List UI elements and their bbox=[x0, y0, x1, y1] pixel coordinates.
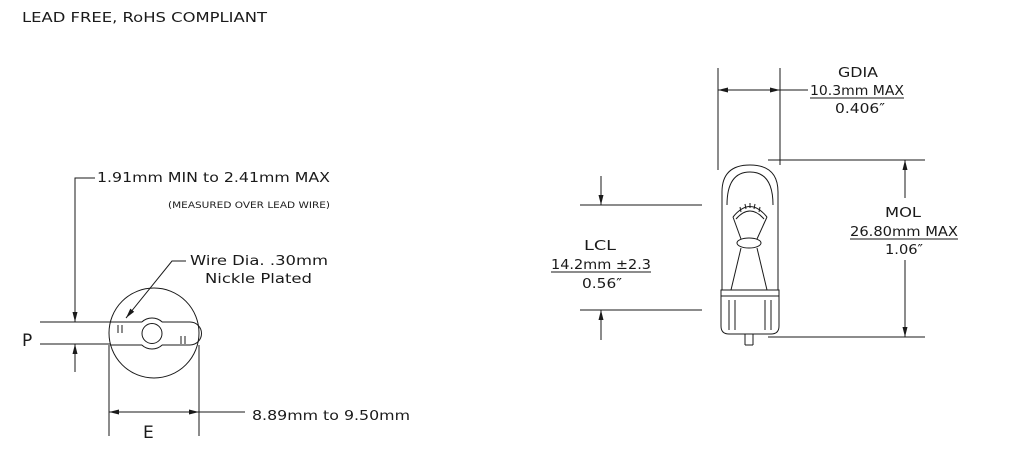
glass-bulb-inner-contour bbox=[726, 171, 774, 206]
mol-imperial-value: 1.06″ bbox=[885, 243, 923, 258]
lcl-label: LCL bbox=[584, 239, 617, 254]
e-dimension-value: 8.89mm to 9.50mm bbox=[252, 409, 410, 424]
bulb-side-view bbox=[720, 164, 780, 346]
lcl-arrow-down bbox=[598, 195, 604, 205]
gdia-dimension bbox=[717, 68, 808, 170]
mol-arrow-down bbox=[902, 327, 908, 337]
p-dimension-value: 1.91mm MIN to 2.41mm MAX bbox=[97, 171, 330, 186]
lead-wire-right bbox=[180, 336, 186, 344]
lcl-metric-value: 14.2mm ±2.3 bbox=[551, 258, 651, 273]
gdia-arrow-right bbox=[770, 87, 780, 93]
support-wires bbox=[730, 216, 768, 291]
gdia-imperial-value: 0.406″ bbox=[835, 102, 885, 117]
mol-label: MOL bbox=[885, 206, 922, 221]
wire-arrow bbox=[126, 308, 135, 318]
wire-plating-label: Nickle Plated bbox=[205, 272, 312, 287]
e-arrow-left bbox=[109, 409, 119, 415]
wedge-base bbox=[720, 289, 780, 335]
mol-arrow-up bbox=[902, 160, 908, 170]
keyhole-slot bbox=[110, 317, 202, 350]
lcl-imperial-value: 0.56″ bbox=[582, 277, 622, 292]
p-label: P bbox=[22, 331, 32, 351]
lead-wire-left bbox=[117, 325, 123, 333]
mol-metric-value: 26.80mm MAX bbox=[850, 225, 958, 240]
glass-bulb-outline bbox=[721, 164, 779, 290]
gdia-metric-value: 10.3mm MAX bbox=[810, 84, 904, 99]
center-hole bbox=[141, 323, 163, 344]
wire-diameter-label: Wire Dia. .30mm bbox=[190, 254, 328, 269]
wire-callout-leader bbox=[125, 260, 186, 319]
base-outline-circle bbox=[108, 287, 200, 379]
mol-dimension bbox=[768, 159, 925, 338]
p-dimension-note: (MEASURED OVER LEAD WIRE) bbox=[168, 201, 330, 211]
lcl-arrow-up bbox=[598, 310, 604, 320]
compliance-note: LEAD FREE, RoHS COMPLIANT bbox=[22, 11, 267, 26]
glass-bead bbox=[736, 237, 762, 249]
p-arrow-down bbox=[72, 312, 78, 322]
e-dimension bbox=[108, 345, 245, 436]
base-pin bbox=[744, 334, 754, 346]
gdia-label: GDIA bbox=[838, 66, 878, 81]
p-dimension bbox=[40, 177, 110, 372]
gdia-arrow-left bbox=[718, 87, 728, 93]
e-arrow-right bbox=[189, 409, 199, 415]
e-label: E bbox=[143, 423, 154, 443]
p-arrow-up bbox=[72, 344, 78, 354]
p-leader-line bbox=[74, 177, 95, 322]
lcl-dimension bbox=[580, 176, 702, 340]
base-end-view bbox=[108, 287, 202, 379]
filament bbox=[732, 203, 768, 220]
